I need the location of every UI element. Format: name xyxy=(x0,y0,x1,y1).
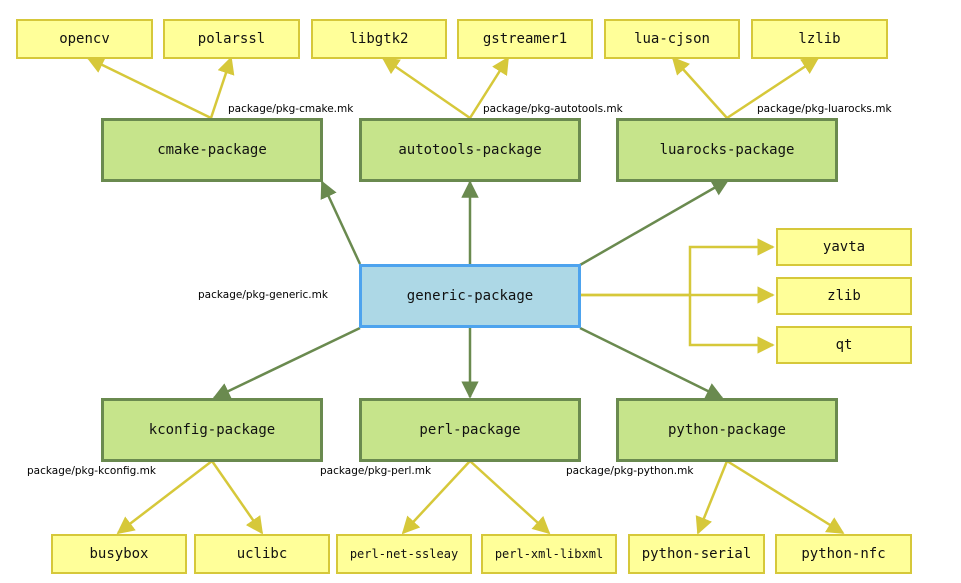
package-node-yavta: yavta xyxy=(776,228,912,266)
mk-label-generic: package/pkg-generic.mk xyxy=(198,289,328,301)
edge-perl-to-perl-xml-libxml xyxy=(469,460,551,535)
package-node-perl-xml-libxml: perl-xml-libxml xyxy=(481,534,617,574)
edge-generic-to-yavta xyxy=(580,238,775,297)
package-node-uclibc: uclibc xyxy=(194,534,330,574)
mk-label-autotools: package/pkg-autotools.mk xyxy=(483,103,623,115)
edge-cmake-to-opencv xyxy=(86,56,212,120)
mk-label-kconfig: package/pkg-kconfig.mk xyxy=(27,465,156,477)
generic-package-node: generic-package xyxy=(359,264,581,328)
package-node-opencv: opencv xyxy=(16,19,153,59)
infra-node-luarocks: luarocks-package xyxy=(616,118,838,182)
infra-node-python: python-package xyxy=(616,398,838,462)
infra-node-kconfig: kconfig-package xyxy=(101,398,323,462)
package-node-polarssl: polarssl xyxy=(163,19,300,59)
package-node-lua-cjson: lua-cjson xyxy=(604,19,740,59)
edge-generic-to-kconfig xyxy=(212,326,361,400)
edge-kconfig-to-uclibc xyxy=(210,460,264,535)
edge-luarocks-to-lzlib xyxy=(726,56,820,120)
edge-generic-to-python xyxy=(579,326,724,400)
edge-autotools-to-gstreamer1 xyxy=(468,56,510,119)
edge-perl-to-perl-net-ssleay xyxy=(401,460,471,535)
package-node-python-nfc: python-nfc xyxy=(775,534,912,574)
package-node-lzlib: lzlib xyxy=(751,19,888,59)
mk-label-python: package/pkg-python.mk xyxy=(566,465,694,477)
package-node-qt: qt xyxy=(776,326,912,364)
edge-generic-to-cmake xyxy=(320,180,362,265)
edge-generic-to-qt xyxy=(688,295,775,354)
edge-python-to-python-nfc xyxy=(726,459,845,535)
package-node-gstreamer1: gstreamer1 xyxy=(457,19,593,59)
package-node-perl-net-ssleay: perl-net-ssleay xyxy=(336,534,472,574)
edge-python-to-python-serial xyxy=(695,460,729,535)
infra-node-perl: perl-package xyxy=(359,398,581,462)
edge-generic-to-luarocks xyxy=(579,178,730,267)
mk-label-perl: package/pkg-perl.mk xyxy=(320,465,432,477)
infra-node-autotools: autotools-package xyxy=(359,118,581,182)
edge-cmake-to-polarssl xyxy=(209,56,235,119)
infra-node-cmake: cmake-package xyxy=(101,118,323,182)
edge-luarocks-to-lua-cjson xyxy=(671,56,728,119)
mk-label-luarocks: package/pkg-luarocks.mk xyxy=(757,103,892,115)
package-node-zlib: zlib xyxy=(776,277,912,315)
mk-label-cmake: package/pkg-cmake.mk xyxy=(228,103,354,115)
package-node-python-serial: python-serial xyxy=(628,534,765,574)
edge-autotools-to-libgtk2 xyxy=(381,56,471,120)
edge-kconfig-to-busybox xyxy=(116,460,213,535)
package-node-busybox: busybox xyxy=(51,534,187,574)
package-node-libgtk2: libgtk2 xyxy=(311,19,447,59)
